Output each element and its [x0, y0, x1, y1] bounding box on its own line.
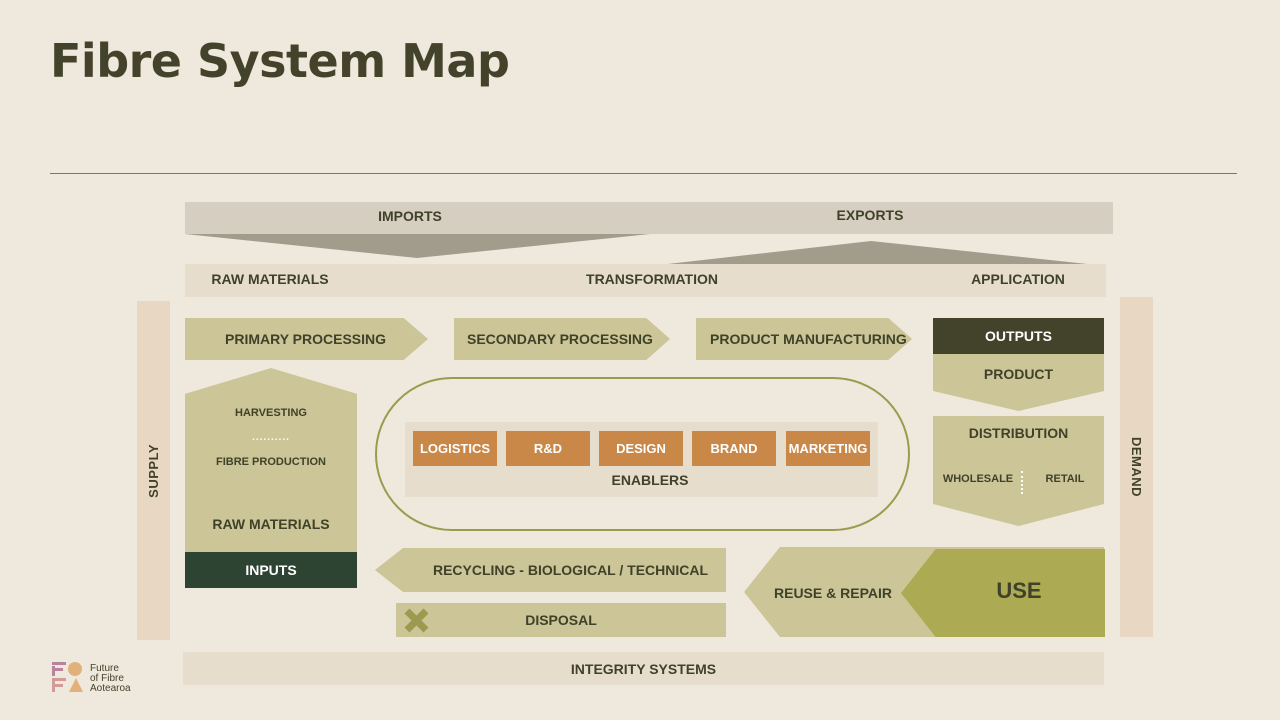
- use-shape: [901, 549, 1105, 637]
- logo-wordmark: Future of Fibre Aotearoa: [90, 664, 131, 694]
- logo-line-1: Future: [90, 663, 119, 674]
- demand-bar: DEMAND: [1120, 297, 1153, 637]
- recycling-label: RECYCLING - BIOLOGICAL / TECHNICAL: [432, 562, 709, 578]
- stage-application: APPLICATION: [971, 271, 1065, 287]
- logo-line-2: of Fibre: [90, 673, 124, 684]
- primary-processing-label: PRIMARY PROCESSING: [225, 331, 387, 347]
- reuse-repair-label: REUSE & REPAIR: [774, 585, 892, 601]
- enablers-label: ENABLERS: [611, 472, 689, 488]
- outputs-header: OUTPUTS: [933, 318, 1104, 354]
- exports-label: EXPORTS: [836, 207, 904, 223]
- flow-wedges: [185, 234, 1106, 266]
- integrity-systems-bar: INTEGRITY SYSTEMS: [183, 652, 1104, 685]
- page-title: Fibre System Map: [50, 34, 510, 88]
- fofa-logo-icon: [52, 662, 83, 692]
- enabler-brand: BRAND: [692, 431, 776, 466]
- disposal-label: DISPOSAL: [525, 612, 597, 628]
- primary-processing: PRIMARY PROCESSING: [185, 318, 428, 360]
- supply-label: SUPPLY: [146, 443, 161, 498]
- product-manufacturing: PRODUCT MANUFACTURING: [696, 318, 912, 360]
- harvesting-label: HARVESTING: [235, 407, 307, 419]
- distribution-shape: [933, 416, 1104, 526]
- enabler-marketing: MARKETING: [786, 431, 870, 466]
- raw-materials-label: RAW MATERIALS: [212, 516, 330, 532]
- disposal-bar: DISPOSAL: [396, 603, 726, 637]
- fibre-production-label: FIBRE PRODUCTION: [216, 456, 326, 468]
- recycling-arrow: RECYCLING - BIOLOGICAL / TECHNICAL: [375, 548, 726, 592]
- secondary-processing: SECONDARY PROCESSING: [454, 318, 670, 360]
- imports-exports-band: [185, 202, 1113, 234]
- enabler-r-and-d: R&D: [506, 431, 590, 466]
- stages-band: [185, 264, 1106, 297]
- use-label: USE: [996, 578, 1042, 603]
- distribution-divider: [1021, 471, 1023, 494]
- inputs-dotted-divider: ..........: [252, 431, 290, 443]
- enablers-oval: [375, 377, 910, 531]
- product-manufacturing-label: PRODUCT MANUFACTURING: [710, 331, 907, 347]
- enabler-design: DESIGN: [599, 431, 683, 466]
- logo-line-3: Aotearoa: [90, 683, 131, 694]
- product-label: PRODUCT: [983, 366, 1054, 382]
- stage-raw-materials: RAW MATERIALS: [211, 271, 329, 287]
- exports-wedge: [650, 241, 1106, 266]
- distribution-label: DISTRIBUTION: [968, 425, 1069, 441]
- supply-bar: SUPPLY: [137, 301, 170, 640]
- demand-label: DEMAND: [1129, 436, 1144, 498]
- imports-wedge: [185, 234, 650, 258]
- imports-label: IMPORTS: [378, 208, 442, 224]
- disposal-cross-icon: [404, 608, 429, 633]
- title-divider: [50, 173, 1237, 174]
- enabler-logistics: LOGISTICS: [413, 431, 497, 466]
- inputs-shape: [185, 368, 357, 553]
- wholesale-label: WHOLESALE: [942, 473, 1014, 485]
- secondary-processing-label: SECONDARY PROCESSING: [467, 331, 653, 347]
- stage-transformation: TRANSFORMATION: [586, 271, 718, 287]
- retail-label: RETAIL: [1045, 473, 1085, 485]
- inputs-label: INPUTS: [185, 552, 357, 588]
